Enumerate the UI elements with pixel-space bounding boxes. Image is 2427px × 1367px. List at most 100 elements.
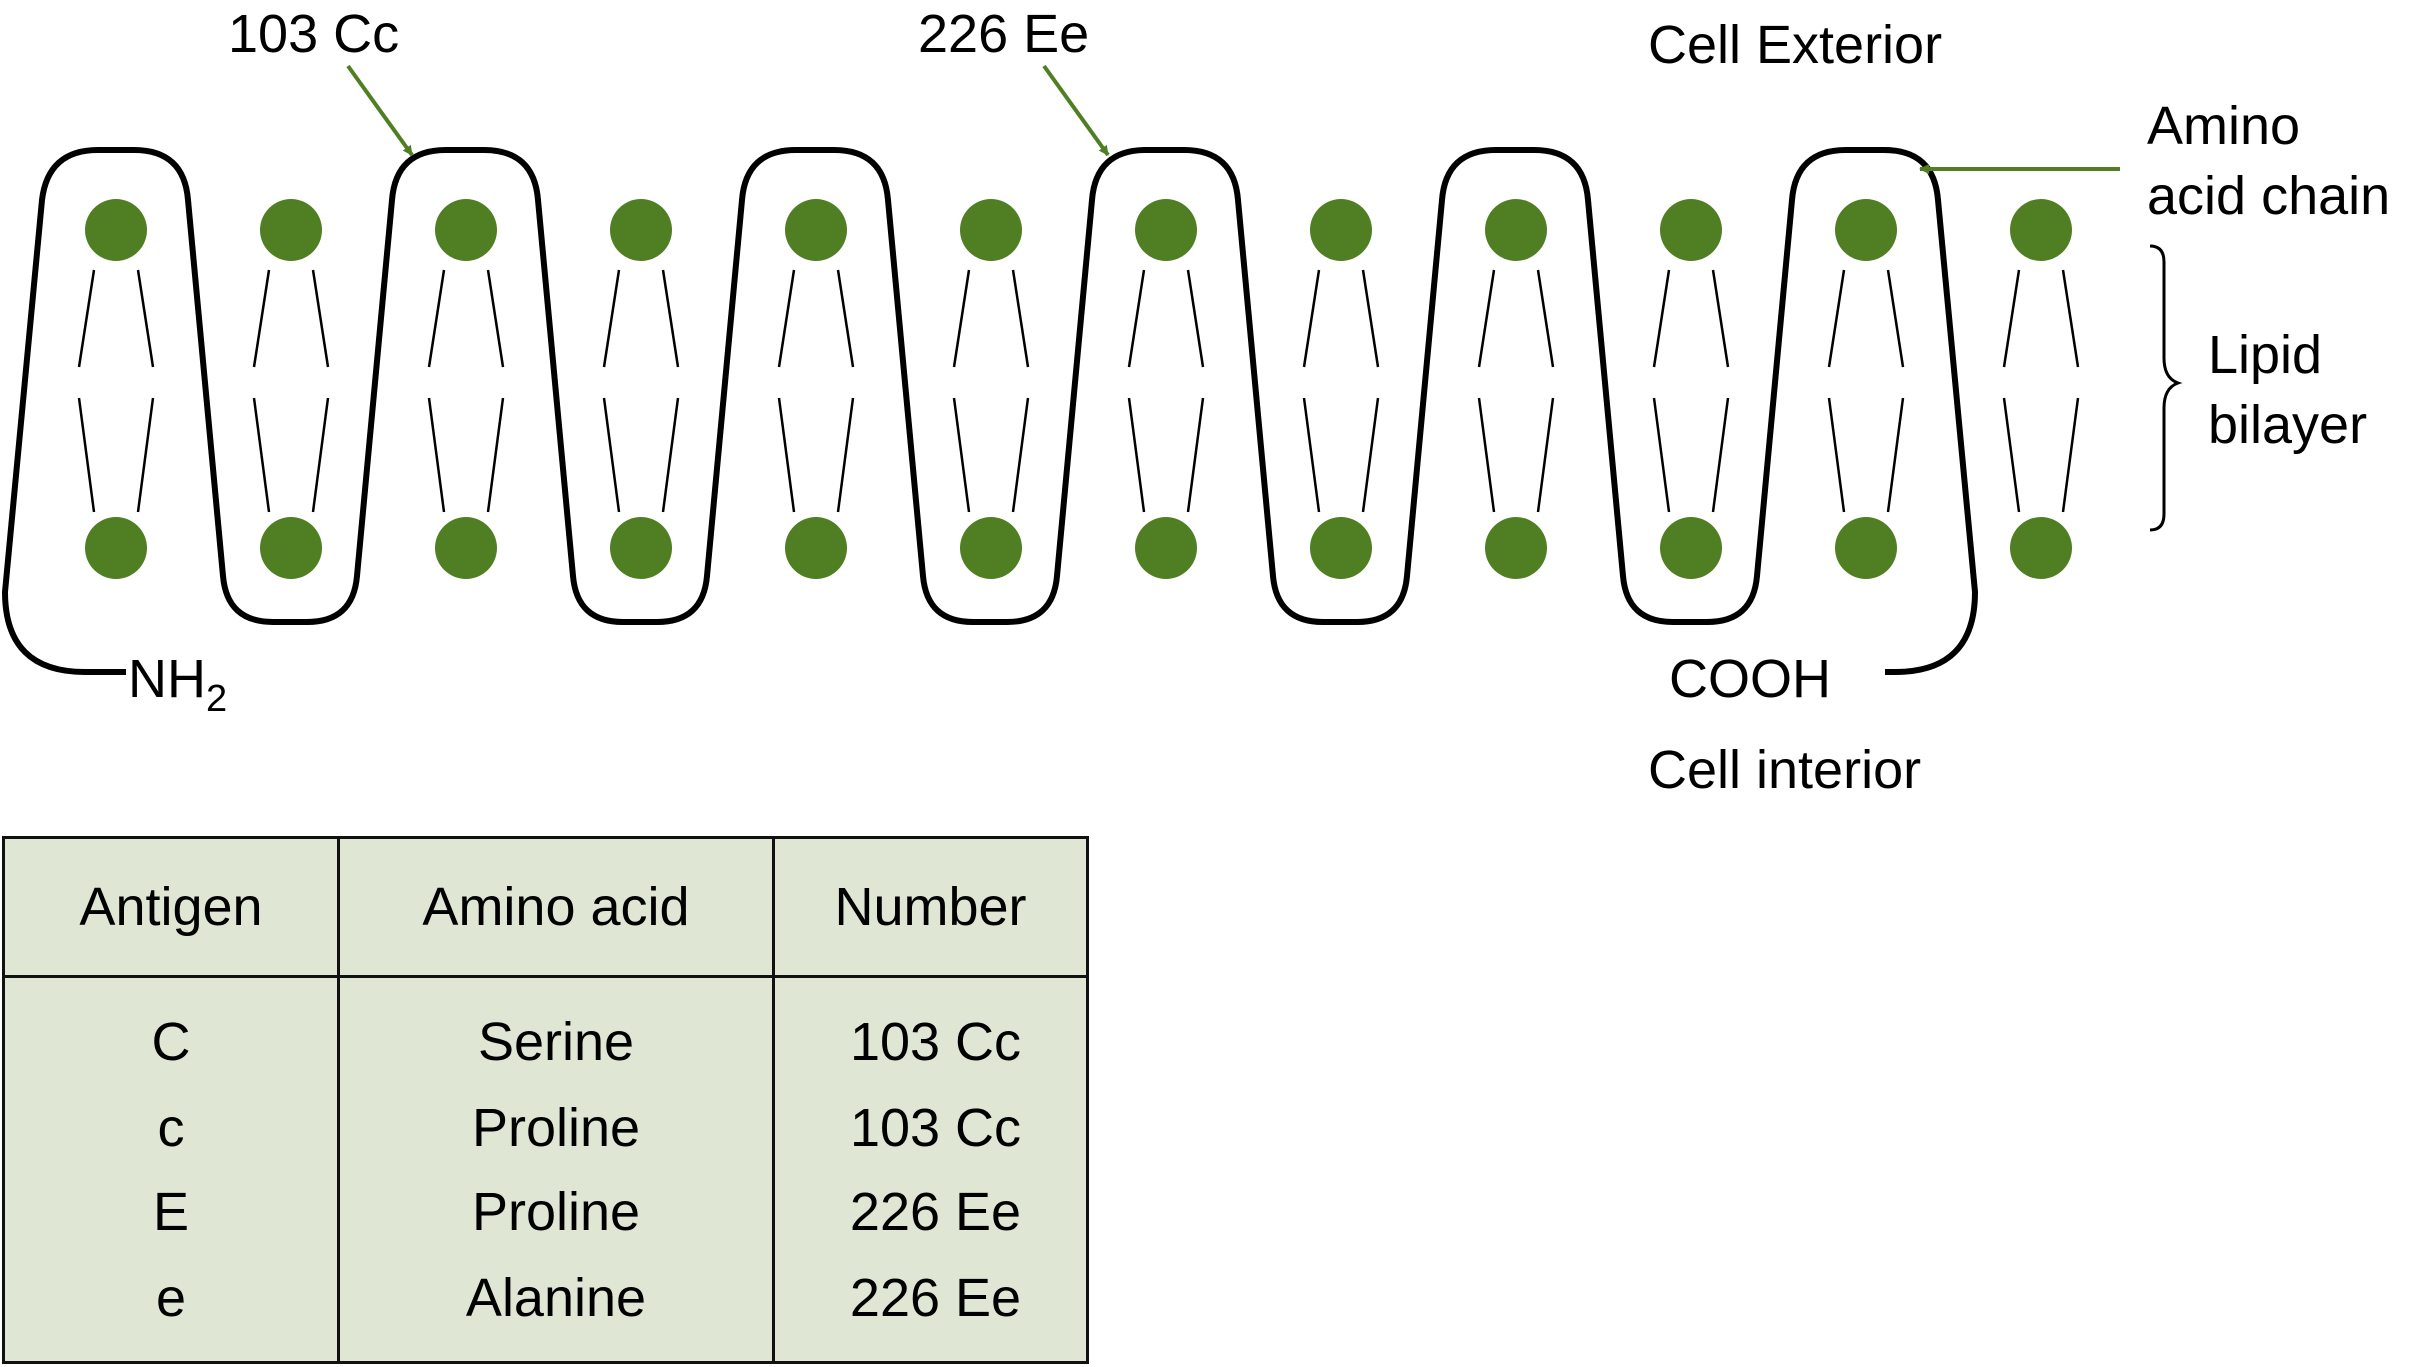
lipid-unit [952,199,1030,579]
lipid-tail-line [1711,397,1730,513]
lipid-unit [252,199,330,579]
lipid-head-outer [1135,199,1197,261]
lipid-tail-line [1652,397,1671,513]
label-cell-exterior: Cell Exterior [1648,15,1942,75]
arrow-226-ee [1042,64,1110,157]
lipid-head-inner [1660,517,1722,579]
lipid-tail-line [1652,269,1671,368]
label-nh2: NH2 [128,649,227,720]
lipid-tail-line [1127,269,1146,368]
lipid-tail-line [2002,397,2021,513]
lipid-head-inner [1835,517,1897,579]
lipid-tail-line [1361,397,1380,513]
cell-antigen: e [2,1255,340,1365]
lipid-tail-line [1827,269,1846,368]
lipid-unit [77,199,155,579]
amino-acid-chain-path [2,147,1978,675]
lipid-tail-line [1186,269,1205,368]
lipid-unit [777,199,855,579]
lipid-tail-line [1011,397,1030,513]
lipid-tail-line [2061,269,2080,368]
lipid-head-inner [960,517,1022,579]
cell-number: 103 Cc [772,1085,1089,1171]
lipid-unit [1827,199,1905,579]
lipid-unit [1477,199,1555,579]
lipid-head-outer [1660,199,1722,261]
lipid-tail-line [77,269,96,368]
label-226-ee: 226 Ee [918,4,1089,64]
lipid-tail-line [1127,397,1146,513]
arrow-103-cc [346,64,414,157]
lipid-tail-line [1886,269,1905,368]
lipid-tail-line [252,269,271,368]
lipid-head-outer [2010,199,2072,261]
lipid-tail-line [1011,269,1030,368]
antigen-amino-acid-table: Antigen Amino acid Number C Serine 103 C… [2,836,1089,1365]
lipid-head-inner [1485,517,1547,579]
lipid-unit [427,199,505,579]
lipid-tail-line [1711,269,1730,368]
lipid-head-outer [260,199,322,261]
lipid-tail-line [661,269,680,368]
lipid-tail-line [311,269,330,368]
lipid-unit [1127,199,1205,579]
lipid-tail-line [2061,397,2080,513]
lipid-unit [1652,199,1730,579]
lipid-tail-line [1302,397,1321,513]
header-antigen: Antigen [2,836,340,978]
label-lipid-line2: bilayer [2208,395,2367,455]
cell-number: 226 Ee [772,1170,1089,1256]
cell-amino-acid: Proline [337,1085,775,1171]
lipid-head-outer [1310,199,1372,261]
cell-antigen: C [2,976,340,1086]
lipid-head-outer [610,199,672,261]
header-amino-acid: Amino acid [337,836,775,978]
label-amino-line2: acid chain [2147,166,2390,226]
lipid-tail-line [1536,269,1555,368]
lipid-tail-line [311,397,330,513]
lipid-head-inner [260,517,322,579]
lipid-tail-line [952,269,971,368]
table-row: E Proline 226 Ee [2,1170,1089,1256]
cell-amino-acid: Alanine [337,1255,775,1365]
lipid-tail-line [136,397,155,513]
lipid-unit [1302,199,1380,579]
lipid-unit [602,199,680,579]
lipid-tail-line [602,269,621,368]
cell-number: 226 Ee [772,1255,1089,1365]
lipid-tail-line [1886,397,1905,513]
header-number: Number [772,836,1089,978]
lipid-tail-line [77,397,96,513]
lipid-tail-line [252,397,271,513]
lipid-head-inner [85,517,147,579]
label-amino-line1: Amino [2147,96,2300,156]
lipid-tail-line [1186,397,1205,513]
lipid-tail-line [1477,269,1496,368]
lipid-tail-line [486,397,505,513]
cell-amino-acid: Serine [337,976,775,1086]
label-cooh: COOH [1669,649,1831,709]
lipid-head-inner [2010,517,2072,579]
cell-antigen: E [2,1170,340,1256]
lipid-head-outer [785,199,847,261]
lipid-bilayer-brace [2149,244,2183,532]
table-row: C Serine 103 Cc [2,976,1089,1086]
lipid-tail-line [1827,397,1846,513]
cell-number: 103 Cc [772,976,1089,1086]
lipid-head-outer [85,199,147,261]
lipid-head-inner [1135,517,1197,579]
label-cell-interior: Cell interior [1648,740,1921,800]
lipid-head-inner [1310,517,1372,579]
lipid-head-inner [435,517,497,579]
lipid-tail-line [2002,269,2021,368]
lipid-tail-line [1302,269,1321,368]
lipid-tail-line [427,397,446,513]
lipid-tail-line [836,269,855,368]
lipid-tail-line [777,397,796,513]
lipid-tail-line [836,397,855,513]
table-header-row: Antigen Amino acid Number [2,836,1089,978]
lipid-tail-line [952,397,971,513]
lipid-head-outer [1485,199,1547,261]
lipid-tail-line [486,269,505,368]
